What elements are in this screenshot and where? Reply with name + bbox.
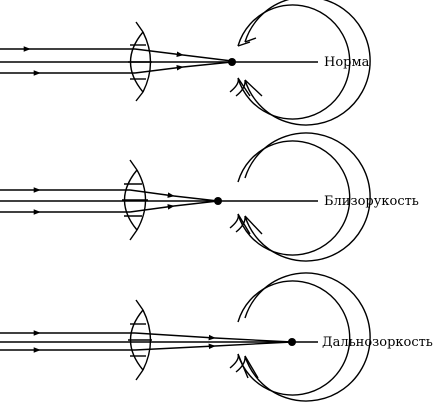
label-hyperopia: Дальнозоркость bbox=[322, 335, 433, 350]
lens bbox=[122, 159, 148, 241]
label-normal: Норма bbox=[324, 55, 370, 70]
panel-hyperopia bbox=[0, 272, 371, 402]
lens bbox=[128, 299, 152, 381]
light-rays bbox=[0, 187, 219, 215]
light-rays bbox=[0, 46, 233, 76]
eyeball bbox=[229, 132, 371, 262]
label-myopia: Близорукость bbox=[324, 194, 419, 209]
panel-myopia bbox=[0, 132, 371, 262]
panel-normal bbox=[0, 0, 371, 126]
eyeball bbox=[229, 272, 371, 402]
light-rays bbox=[0, 330, 293, 353]
eyeball bbox=[229, 0, 371, 126]
